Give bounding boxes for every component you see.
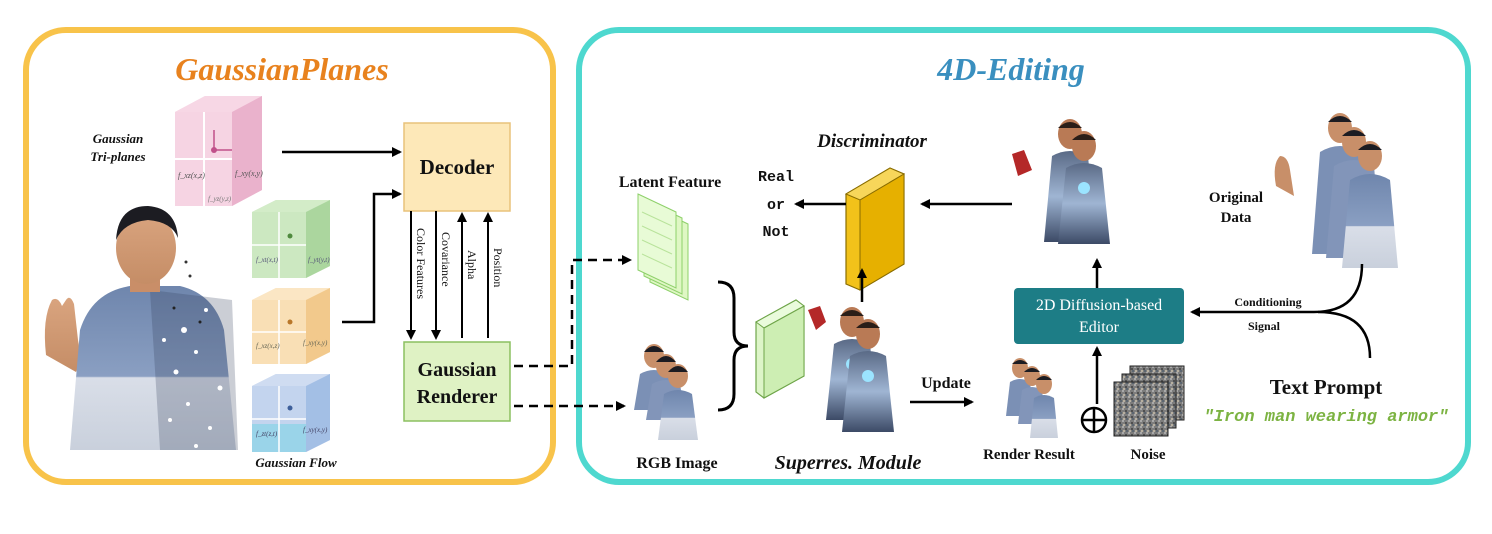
orange-plane-label-1: f_xz(x,z): [256, 342, 280, 350]
original-data-label-1: Original: [1209, 190, 1263, 206]
gaussian-renderer-label-2: Renderer: [417, 386, 498, 408]
blue-plane-label-2: f_xy(x,y): [303, 426, 328, 434]
conditioning-signal-label-1: Conditioning: [1234, 295, 1301, 309]
feature-position-label: Position: [491, 248, 505, 287]
curly-brace: [717, 280, 749, 412]
gaussian-flow-label: Gaussian Flow: [255, 455, 337, 470]
render-result-stack: [1006, 358, 1058, 438]
4d-editing-panel: [576, 27, 1471, 485]
blue-plane-cube: f_zt(z,t) f_xy(x,y): [252, 374, 330, 452]
feature-alpha-label: Alpha: [465, 250, 479, 280]
green-plane-cube: f_xt(x,t) f_yt(y,t): [252, 200, 330, 278]
original-to-editor-curve: [1190, 263, 1364, 317]
decoder-label: Decoder: [420, 155, 495, 179]
discriminator-block: [844, 167, 906, 291]
flow-to-decoder-arrow: [342, 189, 402, 324]
combine-plus-icon: [1080, 406, 1108, 434]
superres-module-block: [755, 299, 805, 399]
conditioning-signal-label-2: Signal: [1248, 319, 1281, 333]
diffusion-editor-label-1: 2D Diffusion-based: [1036, 297, 1162, 314]
gaussianplanes-title: GaussianPlanes: [175, 51, 388, 87]
or-label: or: [767, 197, 785, 214]
rgb-image-stack: [634, 344, 698, 440]
noise-label: Noise: [1131, 447, 1166, 463]
pink-plane-cube: f_xz(x,z) f_xy(x,y) f_yz(y,z): [175, 96, 263, 206]
green-plane-label-1: f_xt(x,t): [256, 256, 279, 264]
edited-ironman-stack: [1012, 119, 1110, 244]
real-label: Real: [758, 169, 794, 186]
pink-plane-label-2: f_xy(x,y): [235, 169, 263, 178]
gaussianplanes-panel: [23, 27, 556, 485]
original-data-label-2: Data: [1221, 210, 1252, 226]
text-prompt-label: Text Prompt: [1270, 375, 1383, 399]
prompt-to-editor-curve: [1317, 310, 1372, 359]
green-plane-label-2: f_yt(y,t): [308, 256, 330, 264]
original-data-stack: [1274, 113, 1398, 268]
pink-plane-label-1: f_xz(x,z): [178, 171, 205, 180]
noise-stack: [1113, 365, 1185, 437]
latent-feature-stack: [637, 193, 689, 301]
feature-color-label: Color Features: [414, 228, 428, 299]
gaussian-triplanes-label-2: Tri-planes: [90, 149, 145, 164]
decoder-box: [403, 122, 511, 212]
render-result-label: Render Result: [983, 447, 1075, 463]
orange-plane-cube: f_xz(x,z) f_xy(x,y): [252, 288, 330, 364]
gaussian-renderer-label-1: Gaussian: [418, 359, 497, 381]
feature-covariance-label: Covariance: [439, 232, 453, 287]
diffusion-editor-box: [1014, 288, 1184, 344]
pink-plane-label-3: f_yz(y,z): [208, 195, 232, 203]
prompt-content: "Iron man wearing armor": [1204, 408, 1449, 427]
gaussian-renderer-box: [403, 341, 511, 422]
superres-output-ironman: [808, 306, 894, 432]
update-label: Update: [921, 375, 971, 392]
gaussian-triplanes-label-1: Gaussian: [93, 131, 144, 146]
rgb-image-label: RGB Image: [636, 455, 717, 472]
diffusion-editor-label-2: Editor: [1079, 319, 1120, 336]
orange-plane-label-2: f_xy(x,y): [303, 339, 328, 347]
latent-feature-label: Latent Feature: [619, 174, 721, 191]
superres-module-label: Superres. Module: [775, 452, 922, 474]
blue-plane-label-1: f_zt(z,t): [256, 430, 278, 438]
renderer-to-latent-arrow: [514, 255, 632, 368]
input-person-pointcloud: [44, 206, 238, 450]
4d-editing-title: 4D-Editing: [936, 51, 1085, 87]
not-label: Not: [762, 224, 789, 241]
discriminator-label: Discriminator: [816, 131, 927, 152]
